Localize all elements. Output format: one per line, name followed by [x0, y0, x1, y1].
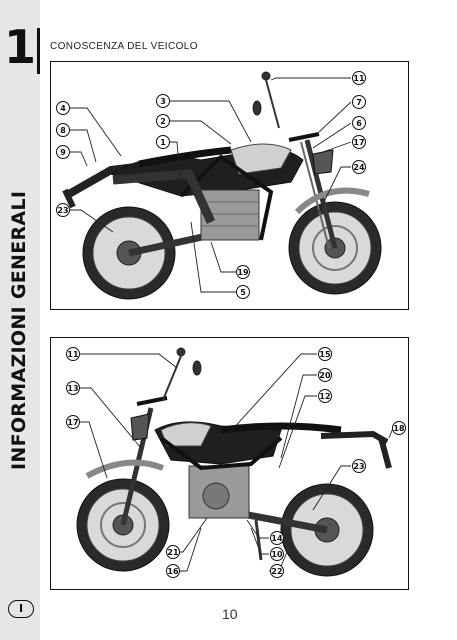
callout-label-15: 15	[319, 350, 331, 359]
callout-label-6: 6	[356, 119, 362, 128]
callout-circle-20	[318, 368, 332, 382]
callout-label-13: 13	[67, 384, 78, 393]
figure-right-side-view: 11 4 3 7 8 2 6 9 1 17 24 23 19 5	[50, 61, 409, 310]
callout-circle-19	[236, 265, 250, 279]
callout-circle-1	[156, 135, 170, 149]
callout-circle-11	[352, 71, 366, 85]
callout-label-11: 11	[67, 350, 79, 359]
callout-circle-11	[66, 347, 80, 361]
callout-circle-7	[352, 95, 366, 109]
language-badge: I	[8, 600, 34, 618]
callout-circle-6	[352, 116, 366, 130]
callout-circle-4	[56, 101, 70, 115]
callout-lines	[69, 77, 352, 293]
callout-circle-21	[166, 545, 180, 559]
callout-label-23: 23	[57, 206, 68, 215]
callout-label-20: 20	[319, 371, 331, 380]
callout-label-10: 10	[271, 550, 283, 559]
callout-label-9: 9	[60, 148, 66, 157]
callout-label-2: 2	[160, 117, 166, 126]
callout-label-4: 4	[60, 104, 66, 113]
callout-markers	[56, 71, 366, 299]
callout-label-16: 16	[167, 567, 179, 576]
callout-label-19: 19	[237, 268, 249, 277]
vertical-chapter-title: INFORMAZIONI GENERALI	[8, 190, 30, 470]
callout-markers	[66, 347, 406, 578]
callout-circle-3	[156, 94, 170, 108]
callout-label-5: 5	[240, 288, 246, 297]
callout-circle-22	[270, 564, 284, 578]
sidebar-band	[0, 0, 40, 640]
motorcycle-drawing	[76, 347, 392, 577]
callout-label-17: 17	[67, 418, 78, 427]
callout-circle-16	[166, 564, 180, 578]
callout-label-3: 3	[160, 97, 166, 106]
callout-circle-10	[270, 547, 284, 561]
callout-label-1: 1	[160, 138, 166, 147]
callout-circle-17	[66, 415, 80, 429]
callout-label-12: 12	[319, 392, 330, 401]
callout-circle-5	[236, 285, 250, 299]
callout-label-7: 7	[356, 98, 362, 107]
callout-circle-9	[56, 145, 70, 159]
callout-label-24: 24	[353, 163, 365, 172]
motorcycle-drawing	[62, 71, 382, 300]
callout-circle-24	[352, 160, 366, 174]
callout-circle-12	[318, 389, 332, 403]
callout-label-11: 11	[353, 74, 365, 83]
callout-circle-15	[318, 347, 332, 361]
callout-label-17: 17	[353, 138, 364, 147]
chapter-number: 1	[4, 20, 37, 74]
callout-circle-17	[352, 135, 366, 149]
figure-left-side-view: 11 15 20 13 12 17 18 23 14 21 10 16 22	[50, 337, 409, 590]
callout-label-8: 8	[60, 126, 66, 135]
motorcycle-right-illustration: 11 4 3 7 8 2 6 9 1 17 24 23 19 5	[56, 71, 382, 300]
callout-label-23: 23	[353, 462, 364, 471]
callout-circle-23	[56, 203, 70, 217]
chapter-divider	[37, 28, 40, 74]
callout-circle-2	[156, 114, 170, 128]
callout-label-22: 22	[271, 567, 282, 576]
callout-circle-13	[66, 381, 80, 395]
motorcycle-left-illustration: 11 15 20 13 12 17 18 23 14 21 10 16 22	[66, 347, 406, 578]
callout-circle-14	[270, 531, 284, 545]
callout-circle-18	[392, 421, 406, 435]
callout-texts: 11 4 3 7 8 2 6 9 1 17 24 23 19 5	[57, 74, 365, 297]
callout-label-21: 21	[167, 548, 179, 557]
callout-circle-23	[352, 459, 366, 473]
callout-circle-8	[56, 123, 70, 137]
callout-label-18: 18	[393, 424, 405, 433]
callout-label-14: 14	[271, 534, 283, 543]
section-title: CONOSCENZA DEL VEICOLO	[50, 41, 198, 52]
callout-texts: 11 15 20 13 12 17 18 23 14 21 10 16 22	[67, 350, 405, 576]
page-number: 10	[222, 606, 238, 622]
